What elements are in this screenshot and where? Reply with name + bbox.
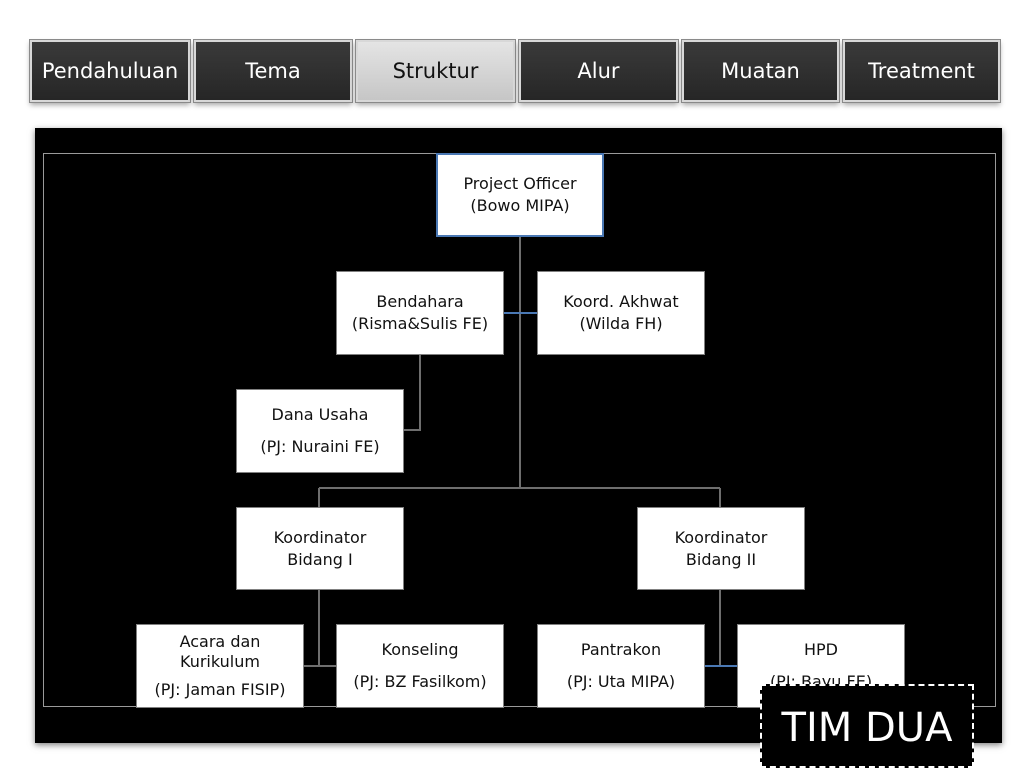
koord-akhwat-name: (Wilda FH) [579, 314, 663, 333]
pantrakon-title: Pantrakon [580, 640, 662, 659]
koordinator-2-title: Koordinator [674, 527, 768, 547]
dana-usaha-title: Dana Usaha [271, 405, 369, 424]
tab-alur[interactable]: Alur [518, 39, 679, 103]
acara-pj: (PJ: Jaman FISIP) [154, 680, 286, 699]
tab-muatan[interactable]: Muatan [681, 39, 840, 103]
box-acara-kurikulum: Acara dan Kurikulum (PJ: Jaman FISIP) [136, 624, 304, 708]
dana-usaha-pj: (PJ: Nuraini FE) [260, 437, 380, 456]
bendahara-title: Bendahara [376, 292, 464, 311]
team-badge: TIM DUA [760, 684, 974, 768]
box-pantrakon: Pantrakon (PJ: Uta MIPA) [537, 624, 705, 708]
koordinator-1-sub: Bidang I [287, 549, 353, 569]
konseling-pj: (PJ: BZ Fasilkom) [353, 672, 487, 691]
box-bendahara: Bendahara (Risma&Sulis FE) [336, 271, 504, 355]
box-konseling: Konseling (PJ: BZ Fasilkom) [336, 624, 504, 708]
koordinator-1-title: Koordinator [273, 527, 367, 547]
box-dana-usaha: Dana Usaha (PJ: Nuraini FE) [236, 389, 404, 473]
konseling-title: Konseling [381, 640, 459, 659]
box-koordinator-bidang-2: Koordinator Bidang II [637, 507, 805, 590]
project-officer-name: (Bowo MIPA) [470, 196, 570, 215]
pantrakon-pj: (PJ: Uta MIPA) [566, 672, 676, 691]
tab-treatment[interactable]: Treatment [842, 39, 1001, 103]
hpd-title: HPD [804, 640, 838, 659]
box-project-officer: Project Officer (Bowo MIPA) [436, 153, 604, 237]
tab-pendahuluan[interactable]: Pendahuluan [29, 39, 191, 103]
bendahara-name: (Risma&Sulis FE) [351, 314, 489, 333]
acara-sub: Kurikulum [180, 652, 260, 671]
box-koord-akhwat: Koord. Akhwat (Wilda FH) [537, 271, 705, 355]
koordinator-2-sub: Bidang II [685, 549, 757, 569]
connector-dana-usaha [404, 354, 421, 431]
project-officer-title: Project Officer [463, 174, 577, 193]
koord-akhwat-title: Koord. Akhwat [563, 292, 679, 311]
tab-tema[interactable]: Tema [193, 39, 353, 103]
team-badge-label: TIM DUA [781, 705, 953, 751]
tab-struktur[interactable]: Struktur [355, 39, 516, 103]
box-koordinator-bidang-1: Koordinator Bidang I [236, 507, 404, 590]
acara-title: Acara dan [179, 632, 261, 651]
